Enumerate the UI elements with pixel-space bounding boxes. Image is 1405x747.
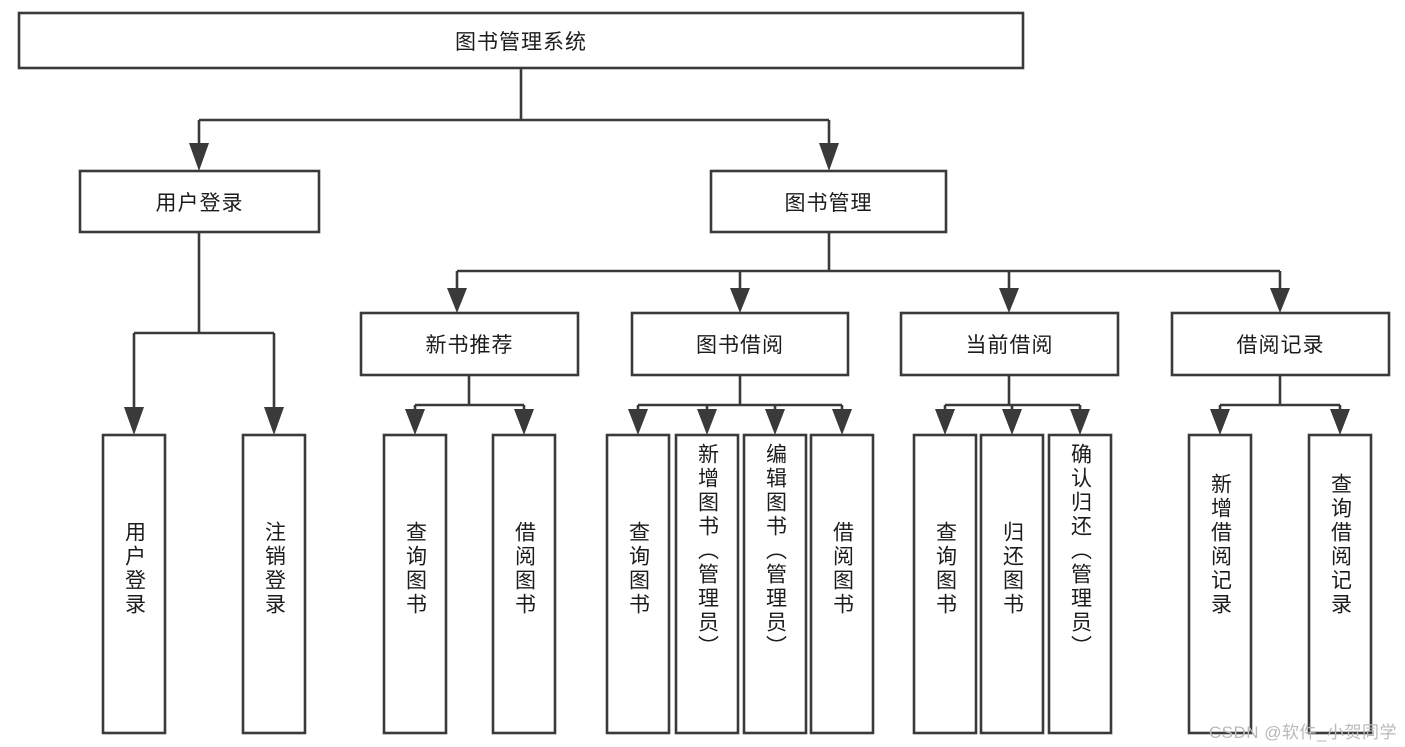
leaf-user-login-0[interactable] xyxy=(101,433,167,735)
edges-new-book-to-leaves xyxy=(405,375,534,435)
arrow-head-borrow-record xyxy=(1270,288,1290,313)
watermark: CSDN @软件_小贺同学 xyxy=(1208,723,1397,742)
leaf-current-borrow-2[interactable] xyxy=(1047,433,1113,735)
leaf-new-book-0[interactable] xyxy=(382,433,448,735)
arrow-head-cb-leaf2 xyxy=(1002,409,1022,435)
node-book-borrow[interactable] xyxy=(630,311,850,377)
leaf-book-borrow-2[interactable] xyxy=(742,433,808,735)
leaf-new-book-1[interactable] xyxy=(491,433,557,735)
node-new-book-recommend[interactable] xyxy=(359,311,580,377)
node-root[interactable] xyxy=(17,11,1025,70)
leaf-book-borrow-3[interactable] xyxy=(809,433,875,735)
arrow-head-bb-leaf1 xyxy=(628,409,648,435)
arrow-head-nb-leaf2 xyxy=(514,409,534,435)
leaf-borrow-record-1[interactable] xyxy=(1307,433,1373,735)
arrow-head-br-leaf2 xyxy=(1330,409,1350,435)
edges-user-login-to-leaves xyxy=(124,232,284,435)
node-book-manage[interactable] xyxy=(709,169,948,234)
arrow-head-book-manage xyxy=(819,143,839,171)
leaf-current-borrow-1[interactable] xyxy=(979,433,1045,735)
node-borrow-record[interactable] xyxy=(1170,311,1391,377)
arrow-head-nb-leaf1 xyxy=(405,409,425,435)
arrow-head-bb-leaf3 xyxy=(765,409,785,435)
leaf-book-borrow-0[interactable] xyxy=(605,433,671,735)
arrow-head-book-borrow xyxy=(730,288,750,313)
leaf-borrow-record-0[interactable] xyxy=(1187,433,1253,735)
arrow-head-current-borrow xyxy=(999,288,1019,313)
arrow-head-new-book xyxy=(447,288,467,313)
arrow-head-br-leaf1 xyxy=(1210,409,1230,435)
edges-root-to-level2 xyxy=(189,68,839,171)
arrow-head-cb-leaf1 xyxy=(935,409,955,435)
leaf-current-borrow-0[interactable] xyxy=(912,433,978,735)
edges-current-borrow-to-leaves xyxy=(935,375,1090,435)
edges-borrow-record-to-leaves xyxy=(1210,375,1350,435)
node-user-login[interactable] xyxy=(78,169,321,234)
arrow-head-bb-leaf2 xyxy=(697,409,717,435)
leaf-book-borrow-1[interactable] xyxy=(674,433,740,735)
arrow-head-leaf-user-login xyxy=(124,407,144,435)
arrow-head-user-login xyxy=(189,143,209,171)
arrow-head-bb-leaf4 xyxy=(832,409,852,435)
node-current-borrow[interactable] xyxy=(899,311,1120,377)
edges-book-manage-to-level3 xyxy=(447,232,1290,313)
arrow-head-cb-leaf3 xyxy=(1070,409,1090,435)
leaf-user-login-1[interactable] xyxy=(241,433,307,735)
edges-book-borrow-to-leaves xyxy=(628,375,852,435)
arrow-head-leaf-logout xyxy=(264,407,284,435)
